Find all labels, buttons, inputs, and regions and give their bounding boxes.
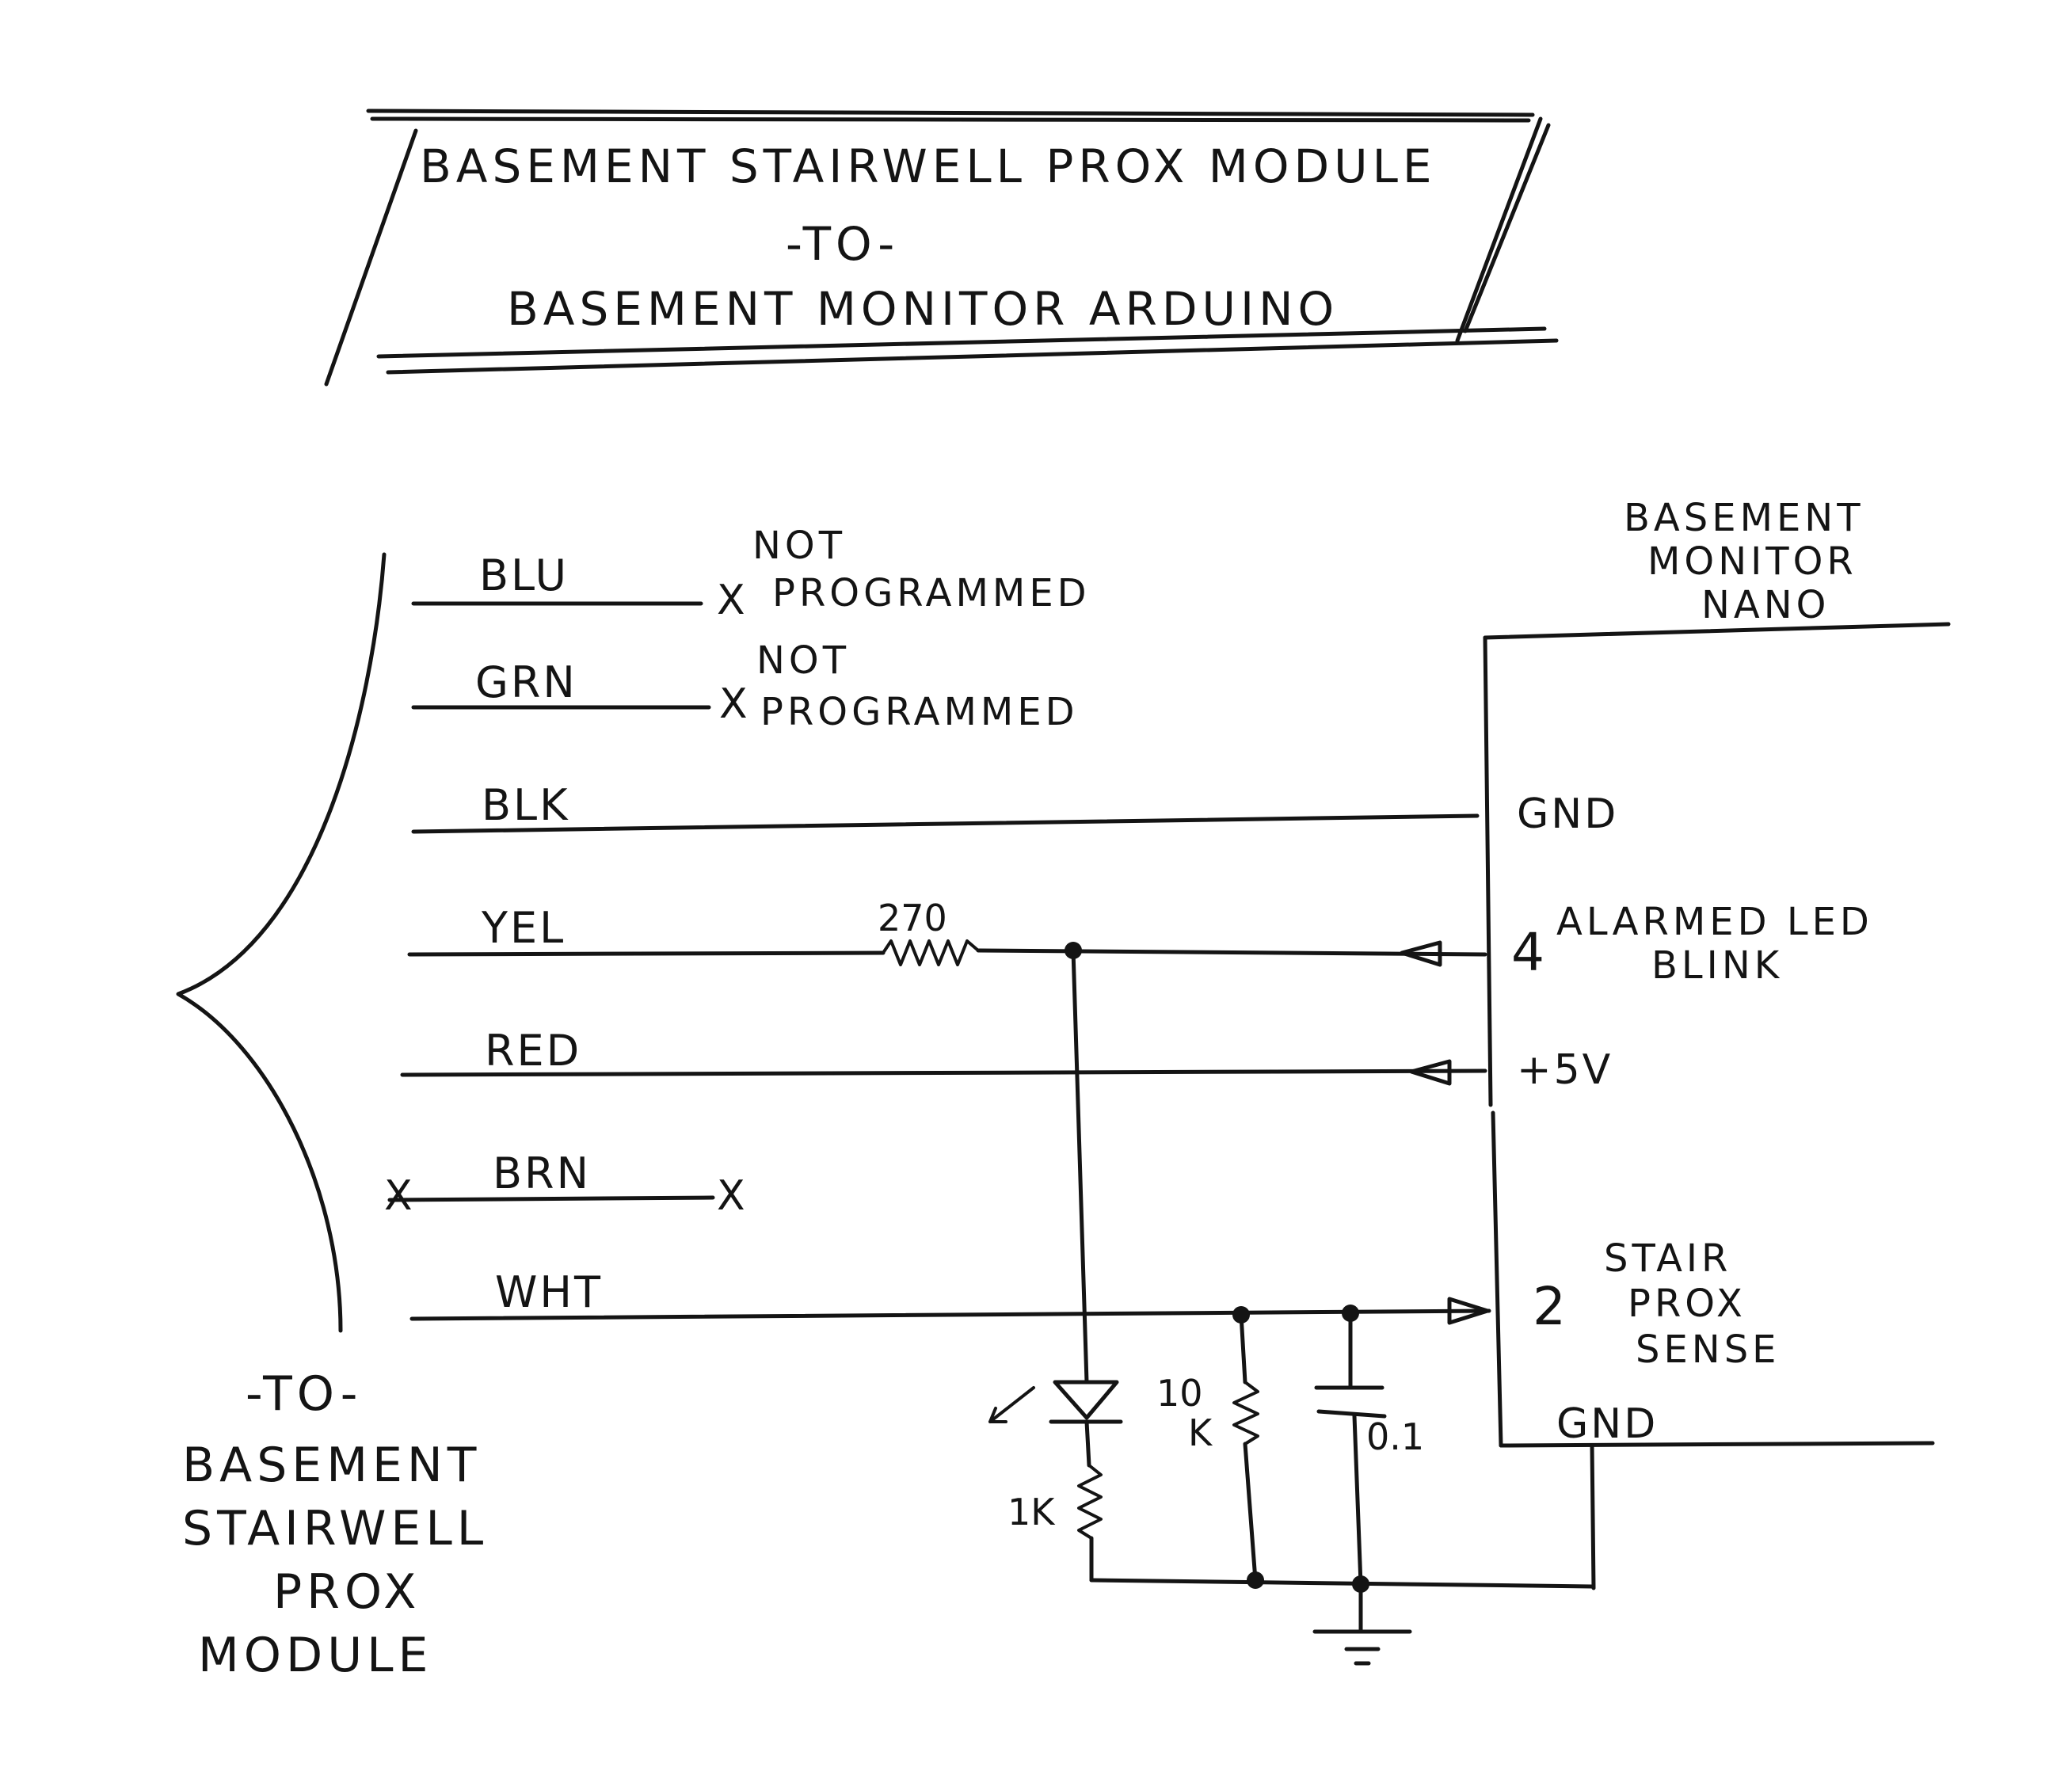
resistor-10k-value: 10 [1156,1372,1203,1415]
grn-note-line-2: PROGRAMMED [760,690,1079,734]
wire-wht-line [409,1308,1491,1321]
wire-label-blk: BLK [482,780,570,830]
arrow-power-out [1409,1059,1452,1086]
module-caption-line-2: BASEMENT [182,1438,481,1493]
nano-label-line-1: BASEMENT [1624,496,1864,540]
capacitor-label: 0.1 [1366,1415,1424,1458]
brn-start-mark: x [384,1172,413,1220]
pulldown-wire-top [1239,1312,1247,1385]
nano-bottom-edge [1499,1441,1935,1448]
wire-label-blu: BLU [479,550,569,600]
series-resistor: 270 [878,897,980,966]
nano-block: BASEMENT MONITOR NANO GND 4 ALARMED LED … [1483,496,1951,1448]
wire-yel-line [407,950,886,957]
wire-label-wht: WHT [495,1267,603,1317]
nano-power: +5V [1517,1046,1613,1094]
wire-label-brn: BRN [493,1148,591,1198]
title-line-3: BASEMENT MONITOR ARDUINO [507,282,1339,336]
nano-pin4-label-line-2: BLINK [1651,943,1783,988]
resistor-10k-symbol [1232,1381,1259,1446]
junctions [1065,942,1369,1593]
wire-lines [387,601,1491,1321]
signal-arrows [1400,940,1490,1325]
wire-brn-line [387,1195,715,1202]
module-caption-line-1: -TO- [246,1366,362,1422]
cap-wire-bottom [1352,1414,1363,1586]
cap-plate-bottom [1316,1409,1387,1419]
wire-label-grn: GRN [475,657,577,707]
led-triangle [1053,1380,1119,1420]
nano-pin2-label-line-3: SENSE [1636,1327,1781,1372]
led-wire-top [1071,948,1089,1385]
grn-note-line-1: NOT [756,638,850,683]
ground-symbol [1312,1629,1412,1666]
title-frame-bottom [376,326,1559,375]
resistor-270-symbol [882,939,980,966]
module-caption-line-5: MODULE [198,1628,432,1683]
cable-bracket [176,552,387,1333]
resistor-270-label: 270 [878,897,947,939]
pulldown-resistor: 10 K [1156,1312,1259,1583]
nano-pin4-label-line-1: ALARMED LED [1556,900,1873,944]
resistor-1k-symbol [1077,1464,1103,1540]
wire-labels: BLU GRN BLK YEL RED BRN WHT [475,550,603,1317]
wire-end-marks: x x x x [384,577,748,1220]
grn-end-mark: x [719,680,748,728]
nano-left-edge [1483,635,1503,1448]
blu-end-mark: x [717,577,745,624]
title-frame-right [1455,116,1551,343]
wire-label-red: RED [485,1026,581,1076]
module-caption-line-3: STAIRWELL [182,1501,488,1556]
wire-blk-line [411,813,1480,834]
led-wire-mid [1084,1419,1091,1468]
led-branch: 1K [988,948,1123,1583]
title-frame-left [324,128,418,387]
ground-bus [1089,1578,1594,1589]
wire-red-line [400,1068,1487,1077]
nano-pin2-label-line-1: STAIR [1604,1236,1731,1281]
arrow-pin4-out [1400,940,1442,967]
nano-label-line-3: NANO [1701,583,1830,627]
nano-label-line-2: MONITOR [1647,539,1857,584]
brn-end-mark: x [717,1172,745,1220]
nano-pin2-number: 2 [1533,1276,1566,1337]
title-block: BASEMENT STAIRWELL PROX MODULE -TO- BASE… [324,109,1559,387]
led-emission-arrow [988,1386,1035,1423]
resistor-1k-label: 1K [1007,1491,1056,1533]
blu-note-line-2: PROGRAMMED [772,571,1091,615]
ground-network [1089,1443,1596,1666]
pulldown-wire-bottom [1243,1442,1258,1583]
nano-gnd-top: GND [1517,790,1618,838]
nano-gnd-bottom: GND [1556,1400,1658,1448]
title-line-2: -TO- [786,217,899,271]
blu-note-line-1: NOT [752,524,846,568]
capacitor: 0.1 [1314,1311,1424,1586]
title-line-1: BASEMENT STAIRWELL PROX MODULE [420,139,1437,193]
resistor-10k-unit: K [1188,1411,1213,1454]
nano-gnd-wire [1590,1443,1596,1590]
not-programmed-notes: NOT PROGRAMMED NOT PROGRAMMED [752,524,1091,734]
nano-pin4-number: 4 [1511,922,1544,983]
wire-label-yel: YEL [481,903,566,953]
nano-pin2-label-line-2: PROX [1628,1282,1746,1326]
module-caption-line-4: PROX [273,1564,421,1620]
nano-top-edge [1483,622,1951,640]
module-caption: -TO- BASEMENT STAIRWELL PROX MODULE [182,1366,488,1683]
arrow-pin2-in [1447,1297,1490,1325]
title-frame-top [366,109,1535,123]
